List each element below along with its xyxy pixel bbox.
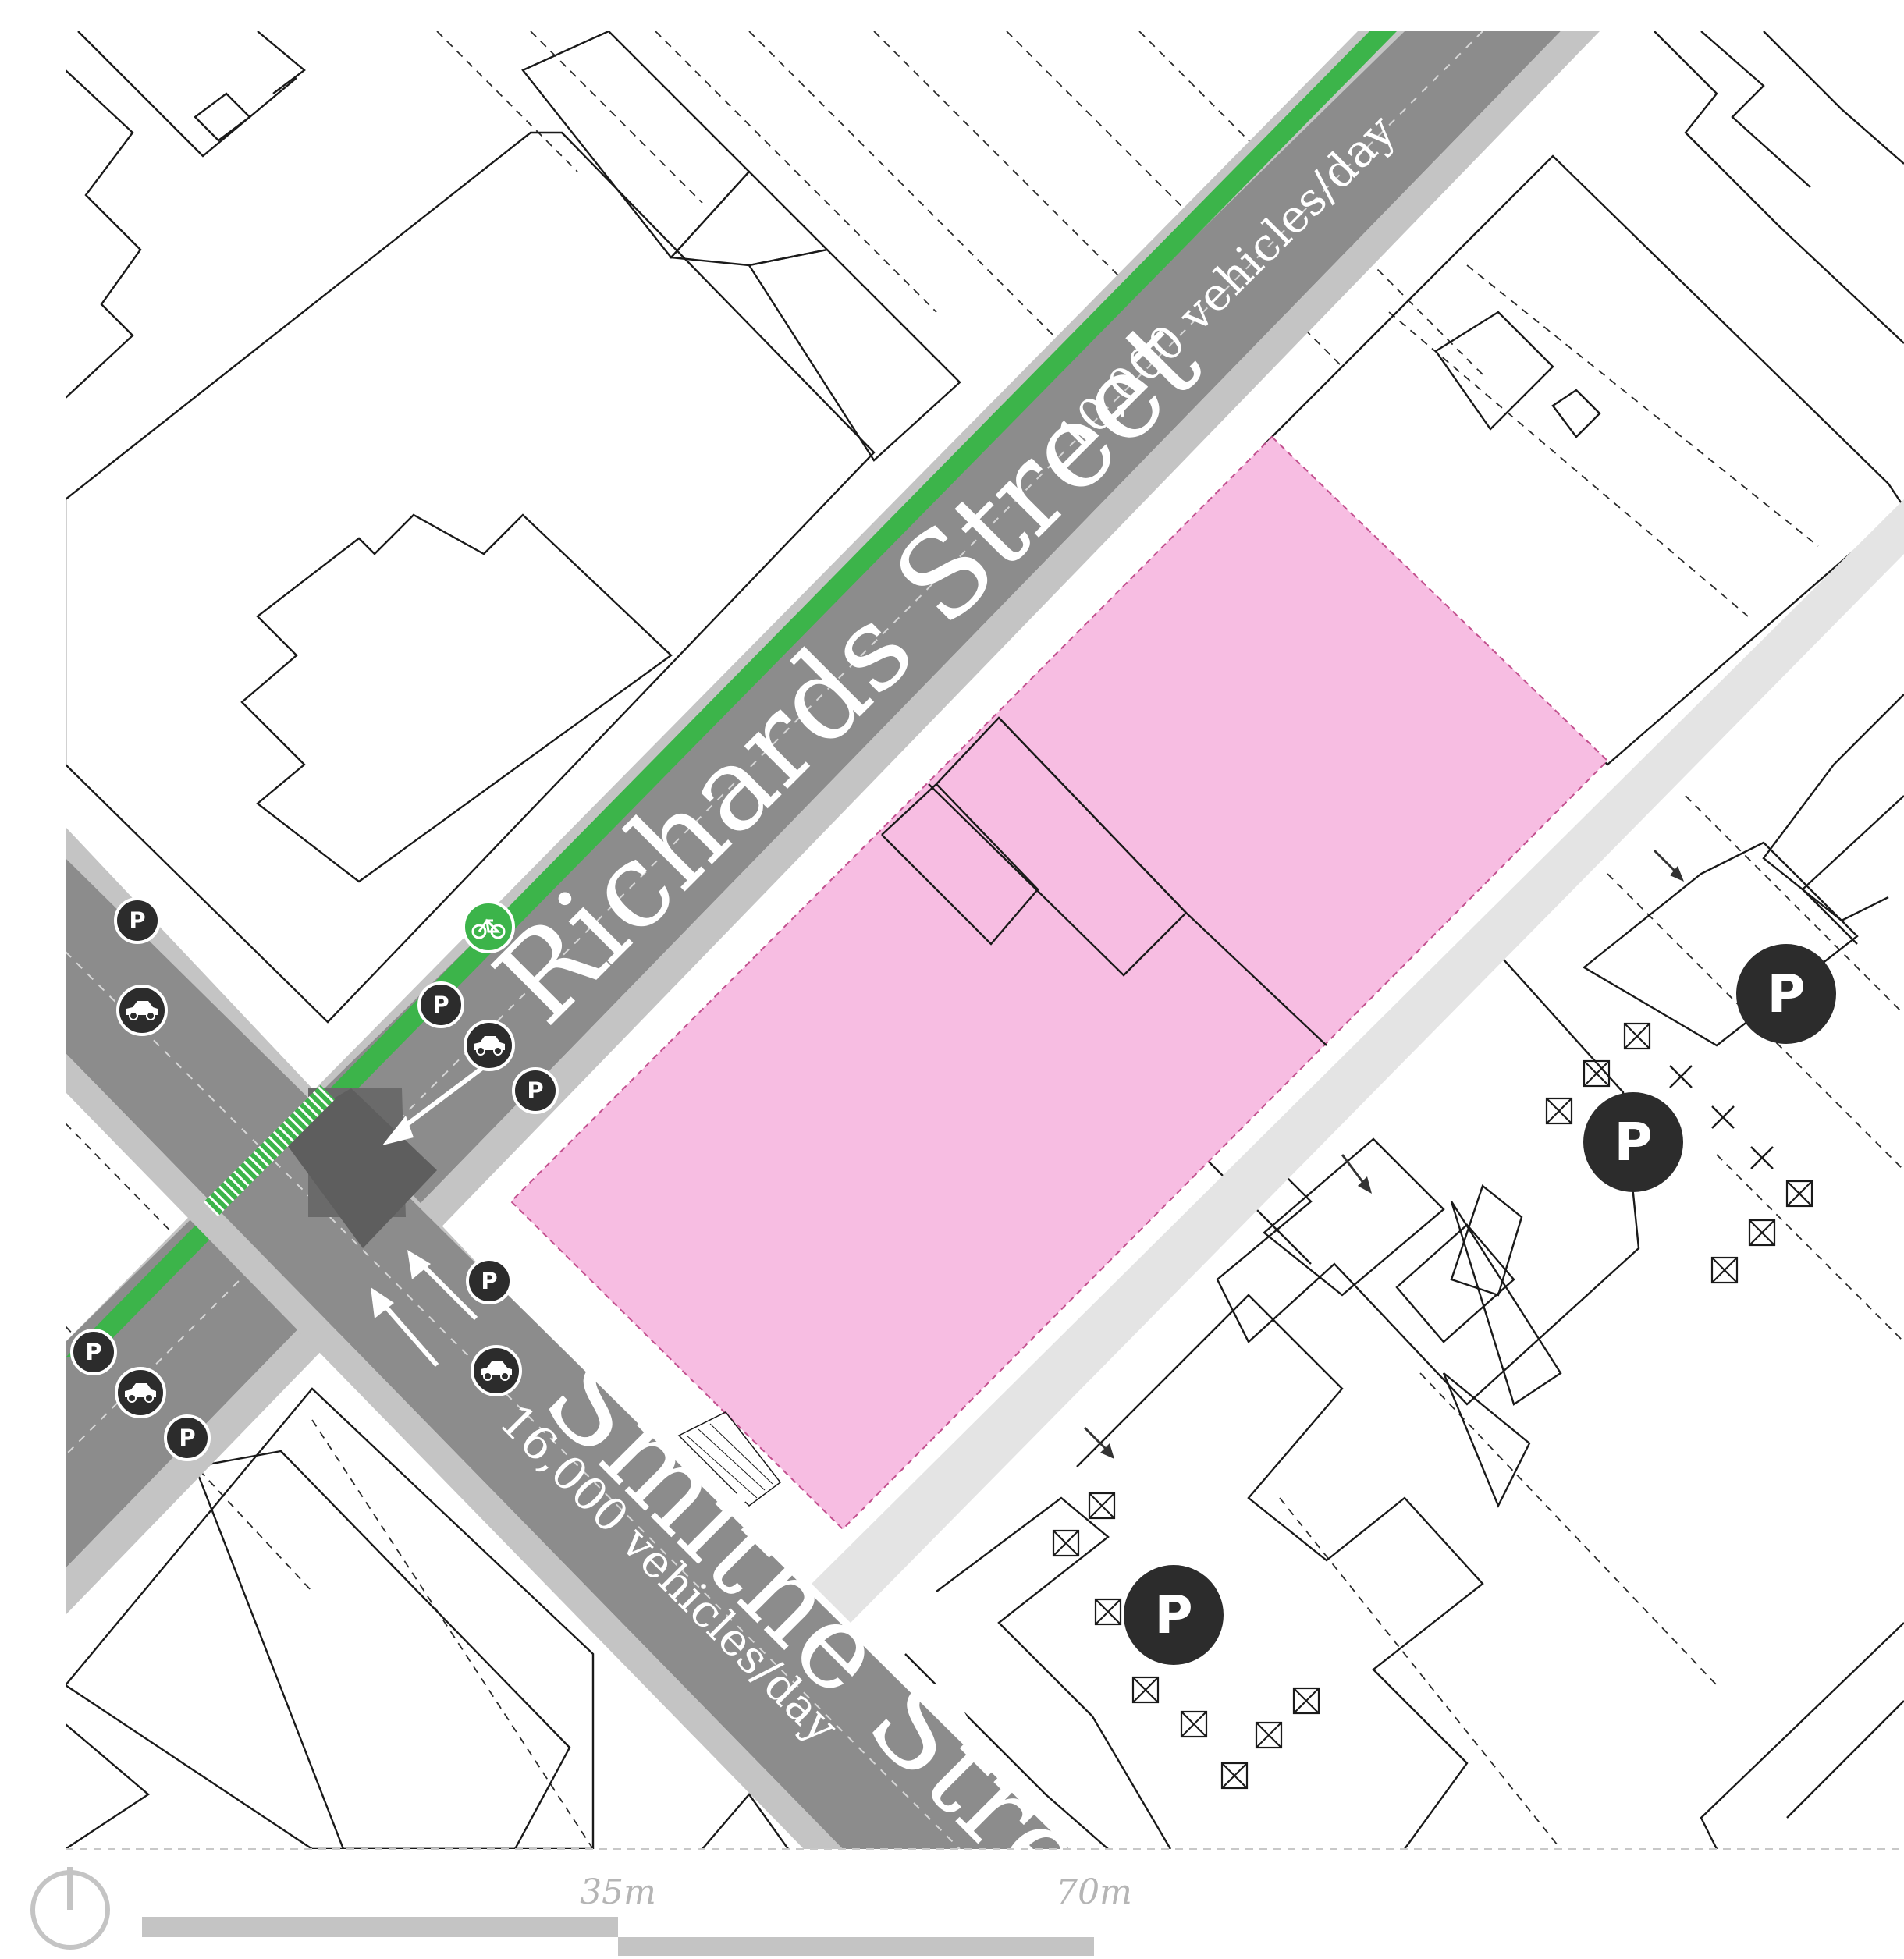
buildings [66,31,1904,1849]
tree-icon [1785,1180,1813,1208]
arrow-icon [407,1250,478,1321]
scale-bar-segment-2 [618,1937,1094,1956]
parking-icon: P [417,981,464,1028]
tree-icon [1749,1145,1774,1170]
parking-letter: P [527,1077,543,1104]
car-icon [115,1367,166,1418]
arrow-icon [371,1287,439,1367]
parking-letter: P [432,992,449,1018]
tree-icon [1292,1687,1320,1715]
tree-icon [1255,1721,1283,1749]
parking-letter: P [1154,1585,1192,1645]
site-sidewalk-east [812,499,1904,1623]
parking-icon: P [1583,1092,1683,1192]
intersection-core [277,1088,437,1248]
scale-bar: 35m 70m [142,1872,1132,1956]
street-markers: P P P P P P P P P [70,897,1836,1665]
car-icon [116,985,168,1036]
traffic-arrows [371,849,1684,1459]
site-stairs [677,1411,782,1507]
tree-icon [1052,1529,1080,1557]
parking-icon: P [1124,1565,1224,1665]
car-icon [464,1020,515,1071]
parking-letter: P [129,907,145,934]
arrow-icon [382,1059,493,1145]
crosswalk [203,1084,336,1217]
tree-icon [1710,1256,1739,1284]
tree-icon [1748,1219,1776,1247]
parking-icon: P [164,1414,211,1461]
scale-label-35m: 35m [580,1872,656,1912]
tree-icon [1220,1762,1249,1790]
site-parcel [510,435,1609,1531]
bike-lane [66,31,1397,1357]
parking-icon: P [70,1329,117,1375]
scale-label-70m: 70m [1056,1872,1132,1912]
parking-icon: P [114,897,161,944]
car-icon [471,1345,522,1396]
parking-icon: P [512,1067,559,1114]
north-arrow-icon [30,1867,110,1950]
tree-icon [1088,1492,1116,1520]
tree-icon [1180,1710,1208,1738]
parking-icon: P [466,1258,513,1304]
tree-icon [1710,1105,1735,1130]
bicycle-icon [462,900,515,953]
tree-icon [1545,1097,1573,1125]
scale-bar-segment-1 [142,1917,618,1937]
richards-sidewalk-east [66,31,1600,1615]
arrow-icon [1653,849,1684,882]
map-body: Richards Street 10,000 vehicles/day Smit… [66,31,1904,1849]
parking-icon: P [1736,944,1836,1044]
arrow-icon [1341,1154,1372,1194]
tree-icon [1668,1064,1693,1089]
tree-icon [1623,1022,1651,1050]
parking-letter: P [1767,964,1805,1024]
arrow-icon [1083,1426,1114,1459]
parking-letter: P [85,1339,101,1365]
parking-letter: P [481,1268,497,1294]
tree-icon [1094,1598,1122,1626]
road-network [66,31,1904,1849]
smithe-sidewalk-south [66,1053,843,1849]
tree-icon [1131,1676,1160,1704]
parking-letter: P [1614,1112,1652,1173]
parking-letter: P [179,1425,195,1451]
site-parcel-area [510,435,1609,1531]
